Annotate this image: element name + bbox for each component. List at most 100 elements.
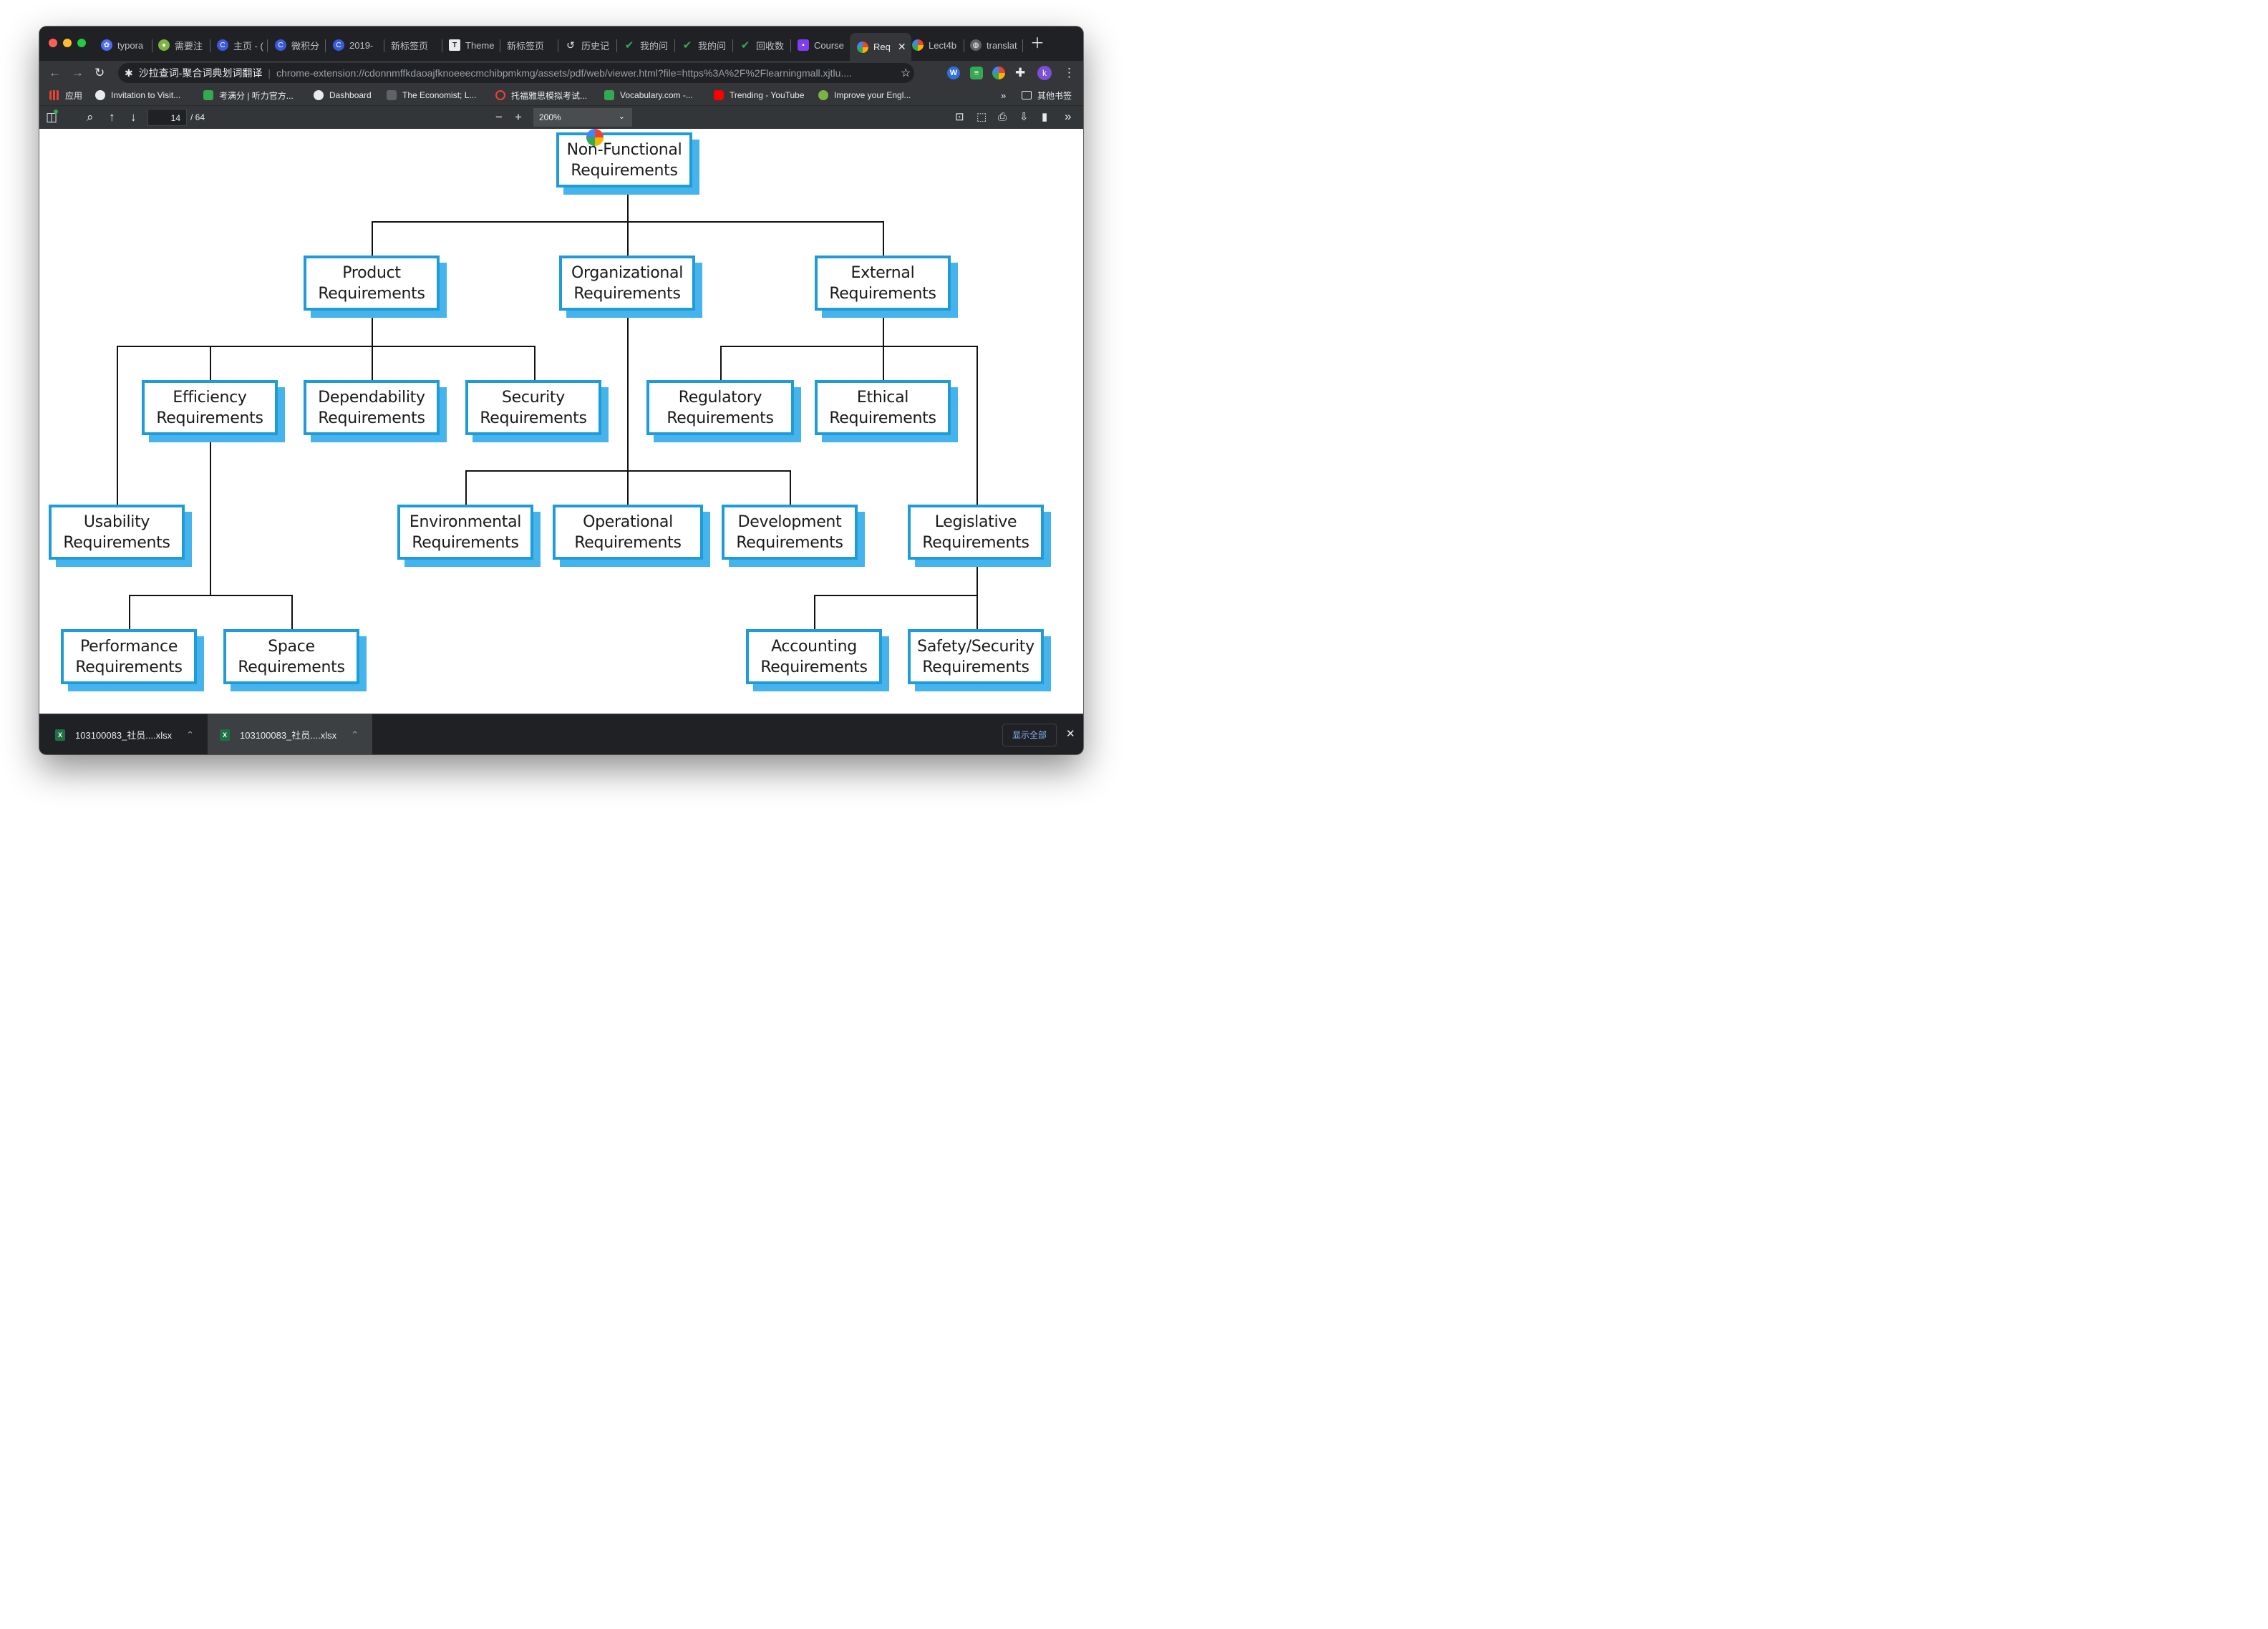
bookmark-icon[interactable]: ▮	[1042, 111, 1048, 123]
presentation-mode-icon[interactable]: ⊡	[955, 111, 964, 123]
extension-green-icon[interactable]: ≡	[970, 67, 983, 79]
people-icon: ●	[158, 39, 170, 51]
tools-more-icon[interactable]: »	[1065, 110, 1072, 123]
tab-notice[interactable]: ●需要注	[158, 36, 207, 54]
bookmark-kaomanfen[interactable]: 考满分 | 听力官方...	[203, 89, 294, 102]
close-tab-icon[interactable]: ✕	[897, 41, 906, 52]
profile-avatar[interactable]: k	[1037, 66, 1052, 80]
connector-line	[210, 346, 211, 380]
bookmarks-overflow[interactable]: »	[1001, 89, 1007, 101]
tab-course[interactable]: ▪Course	[798, 36, 846, 54]
connector-line	[372, 313, 373, 381]
connector-line	[291, 595, 293, 629]
connector-line	[976, 346, 978, 505]
bookmark-apps[interactable]: 应用	[49, 89, 82, 102]
connector-line	[627, 188, 629, 313]
next-page-icon[interactable]: ↓	[130, 110, 137, 124]
search-icon[interactable]: ⌕	[87, 110, 94, 124]
address-bar[interactable]: ✱ 沙拉查词-聚合词典划词翻译 | chrome-extension://cdo…	[118, 63, 914, 83]
bookmark-star-icon[interactable]: ☆	[901, 67, 911, 79]
tab-separator	[674, 39, 675, 52]
new-tab-icon[interactable]: ＋	[1030, 36, 1045, 52]
check-icon: ✔	[682, 39, 692, 52]
connector-line	[465, 470, 467, 505]
other-bookmarks[interactable]: 其他书签	[1022, 89, 1072, 102]
globe-icon: ◍	[970, 39, 982, 51]
pdf-ext-icon	[857, 41, 868, 53]
chevron-up-icon[interactable]: ⌃	[351, 729, 359, 740]
bookmark-youtube[interactable]: Trending - YouTube	[714, 89, 805, 102]
tab-lect4b[interactable]: Lect4b	[912, 36, 961, 54]
back-icon[interactable]: ←	[49, 66, 61, 79]
extension-w-icon[interactable]: W	[947, 67, 960, 79]
leaf-icon	[203, 90, 213, 100]
pdf-toolbar: ◫ ⌕ ↑ ↓ 14 / 64 − + 200%⌄ ⊡ ⬚ ⎙ ⇩ ▮ »	[39, 105, 1083, 130]
apps-grid-icon	[49, 90, 59, 100]
connector-line	[720, 346, 722, 380]
tab-history[interactable]: ↺历史记	[565, 36, 614, 54]
saladict-floating-icon[interactable]	[586, 129, 604, 146]
minimize-window-button[interactable]	[63, 39, 72, 47]
close-window-button[interactable]	[49, 39, 57, 47]
print-icon[interactable]: ⎙	[998, 111, 1007, 123]
tab-translate[interactable]: ◍translat	[970, 36, 1019, 54]
chevron-up-icon[interactable]: ⌃	[186, 729, 195, 740]
pq-icon	[387, 90, 397, 100]
maximize-window-button[interactable]	[77, 39, 86, 47]
tab-new-tab[interactable]: 新标签页	[391, 40, 429, 52]
tab-typora[interactable]: ✿typora	[101, 36, 150, 54]
download-item[interactable]: X 103100083_社员....xlsx ⌃	[208, 714, 372, 754]
tab-separator	[732, 39, 733, 52]
tab-my-questions-2[interactable]: ✔我的问	[682, 39, 727, 52]
zoom-in-icon[interactable]: +	[515, 110, 522, 124]
reload-icon[interactable]: ↻	[94, 66, 105, 79]
extensions-puzzle-icon[interactable]: ✚	[1015, 66, 1026, 79]
tab-new-tab-2[interactable]: 新标签页	[507, 40, 545, 52]
bookmark-toefl[interactable]: 托福雅思模拟考试...	[495, 89, 587, 102]
more-menu-icon[interactable]: ⋮	[1063, 66, 1075, 79]
connector-line	[129, 595, 130, 629]
show-all-button[interactable]: 显示全部	[1002, 724, 1057, 747]
forward-icon[interactable]: →	[72, 66, 84, 79]
zoom-out-icon[interactable]: −	[495, 110, 503, 124]
navigation-toolbar: ← → ↻ ✱ 沙拉查词-聚合词典划词翻译 | chrome-extension…	[39, 61, 1083, 86]
bookmark-dashboard[interactable]: Dashboard	[314, 89, 372, 102]
globe-icon	[314, 90, 324, 100]
bookmark-vocabulary[interactable]: Vocabulary.com -...	[604, 89, 693, 102]
close-download-bar-icon[interactable]: ✕	[1066, 728, 1075, 740]
url-text[interactable]: chrome-extension://cdonnmffkdaoajfknoeee…	[276, 67, 853, 79]
connector-line	[883, 313, 884, 381]
tab-recycle[interactable]: ✔回收数	[740, 39, 785, 52]
history-icon: ↺	[566, 39, 575, 51]
bookmark-invitation[interactable]: Invitation to Visit...	[95, 89, 180, 102]
download-item[interactable]: X 103100083_社员....xlsx ⌃	[55, 714, 198, 754]
previous-page-icon[interactable]: ↑	[109, 110, 115, 124]
tab-my-questions[interactable]: ✔我的问	[624, 39, 669, 52]
youtube-icon	[714, 90, 724, 100]
connector-line	[790, 470, 791, 505]
c-logo-icon: C	[217, 39, 228, 51]
bookmarks-bar: 应用 Invitation to Visit... 考满分 | 听力官方... …	[39, 86, 1083, 105]
download-icon[interactable]: ⇩	[1019, 111, 1029, 123]
tab-requirements-active[interactable]: Req✕	[850, 33, 911, 61]
bookmark-economist[interactable]: The Economist; L...	[387, 89, 476, 102]
open-file-icon[interactable]: ⬚	[976, 111, 987, 123]
tab-separator	[325, 39, 326, 52]
page-number-input[interactable]: 14	[147, 109, 187, 126]
zoom-select[interactable]: 200%⌄	[533, 108, 632, 127]
connector-line	[814, 595, 978, 596]
extension-saladict-icon[interactable]	[992, 67, 1005, 79]
bookmark-improve-english[interactable]: Improve your Engl...	[818, 89, 911, 102]
